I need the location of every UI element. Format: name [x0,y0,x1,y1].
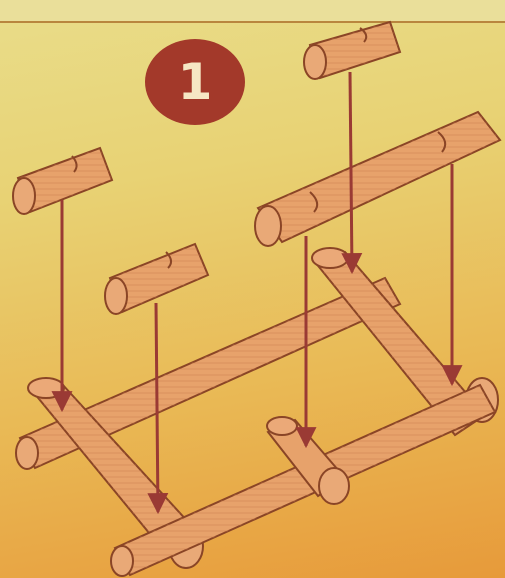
log-middle-short [104,242,210,315]
log-top-short [303,20,402,80]
log-long-crossbar [254,110,502,247]
log-middle-joint [266,416,350,505]
arrow-middle-log [147,302,169,515]
step-badge [145,39,245,125]
top-band [0,0,505,22]
log-left-short [12,146,114,215]
log-front-rail [110,383,497,577]
arrow-top-log [341,71,363,275]
